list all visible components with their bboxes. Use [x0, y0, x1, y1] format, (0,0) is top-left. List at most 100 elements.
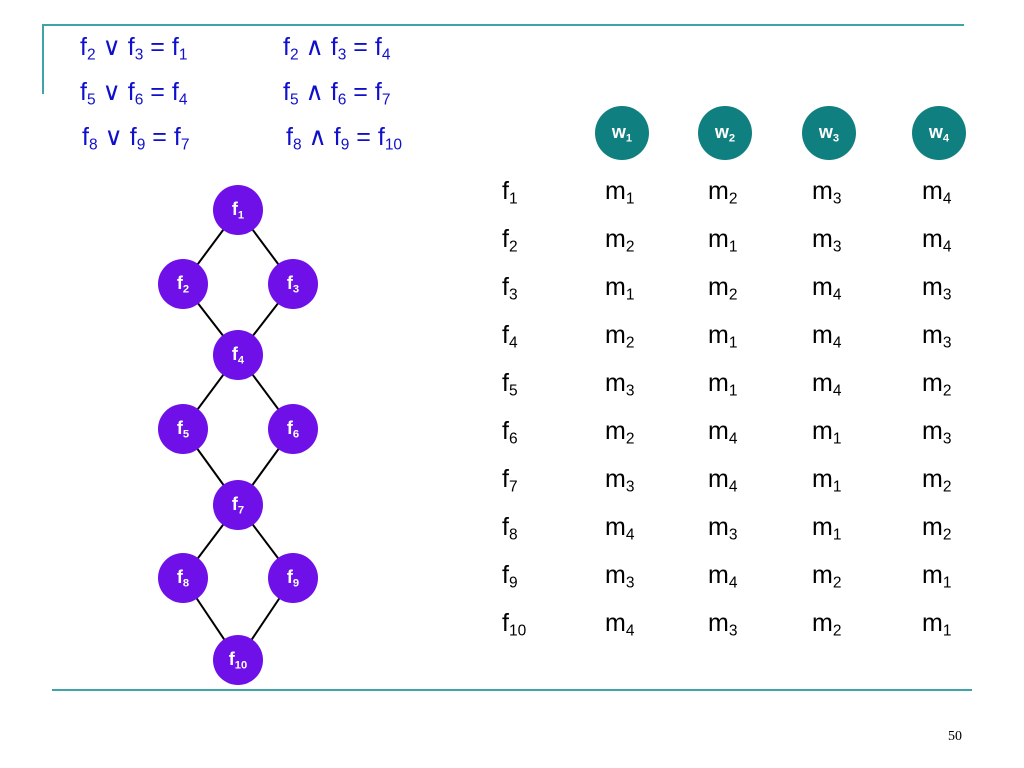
lattice-node-f9: f9: [268, 553, 318, 603]
lattice-node-f10: f10: [213, 635, 263, 685]
row-label-f9: f9: [502, 561, 518, 592]
cell-subscript: 2: [625, 430, 635, 448]
cell-f9-w4: m1: [922, 561, 952, 592]
node-subscript: 7: [237, 504, 245, 517]
cell-subscript: 2: [625, 238, 635, 256]
equation-2-right: f5 ∧ f6 = f7: [283, 78, 391, 109]
cell-f5-w1: m3: [605, 369, 635, 400]
cell-f3-w3: m4: [812, 273, 842, 304]
cell-subscript: 4: [625, 622, 635, 640]
equation-3-left: f8 ∨ f9 = f7: [82, 123, 190, 154]
cell-f7-w4: m2: [922, 465, 952, 496]
woman-header-w3: w3: [802, 106, 856, 160]
node-subscript: 3: [292, 283, 300, 296]
header-subscript: 2: [728, 132, 736, 145]
cell-f8-w1: m4: [605, 513, 635, 544]
cell-f2-w1: m2: [605, 225, 635, 256]
cell-f2-w4: m4: [922, 225, 952, 256]
cell-f9-w3: m2: [812, 561, 842, 592]
cell-subscript: 2: [728, 190, 738, 208]
cell-subscript: 1: [942, 622, 952, 640]
cell-subscript: 3: [728, 622, 738, 640]
cell-f6-w4: m3: [922, 417, 952, 448]
cell-f10-w4: m1: [922, 609, 952, 640]
cell-f5-w4: m2: [922, 369, 952, 400]
cell-f1-w2: m2: [708, 177, 738, 208]
cell-subscript: 4: [728, 430, 738, 448]
cell-subscript: 1: [625, 190, 635, 208]
cell-f3-w2: m2: [708, 273, 738, 304]
bottom-rule: [52, 689, 972, 691]
node-subscript: 5: [182, 428, 190, 441]
cell-f3-w1: m1: [605, 273, 635, 304]
cell-subscript: 4: [625, 526, 635, 544]
equation-3-right: f8 ∧ f9 = f10: [286, 123, 403, 154]
cell-f4-w4: m3: [922, 321, 952, 352]
cell-f3-w4: m3: [922, 273, 952, 304]
cell-f2-w3: m3: [812, 225, 842, 256]
eq-subscript: 9: [136, 136, 146, 154]
woman-header-w4: w4: [912, 106, 966, 160]
cell-subscript: 3: [942, 286, 952, 304]
lattice-node-f2: f2: [158, 259, 208, 309]
cell-subscript: 2: [942, 526, 952, 544]
cell-f8-w4: m2: [922, 513, 952, 544]
lattice-node-f1: f1: [213, 185, 263, 235]
cell-f10-w3: m2: [812, 609, 842, 640]
cell-f6-w3: m1: [812, 417, 842, 448]
cell-subscript: 2: [728, 286, 738, 304]
row-label-f2: f2: [502, 225, 518, 256]
cell-f1-w3: m3: [812, 177, 842, 208]
equation-1-right: f2 ∧ f3 = f4: [283, 33, 391, 64]
equation-2-left: f5 ∨ f6 = f4: [80, 78, 188, 109]
cell-f7-w2: m4: [708, 465, 738, 496]
row-subscript: 5: [508, 382, 518, 400]
cell-subscript: 4: [832, 286, 842, 304]
eq-subscript: 4: [381, 46, 391, 64]
cell-f10-w2: m3: [708, 609, 738, 640]
cell-f4-w3: m4: [812, 321, 842, 352]
cell-subscript: 4: [832, 382, 842, 400]
cell-f7-w1: m3: [605, 465, 635, 496]
cell-f6-w2: m4: [708, 417, 738, 448]
cell-f5-w3: m4: [812, 369, 842, 400]
cell-f4-w2: m1: [708, 321, 738, 352]
cell-f6-w1: m2: [605, 417, 635, 448]
eq-subscript: 8: [88, 136, 98, 154]
cell-subscript: 2: [832, 622, 842, 640]
cell-subscript: 1: [832, 526, 842, 544]
page-number: 50: [948, 729, 962, 744]
row-label-f6: f6: [502, 417, 518, 448]
cell-f9-w1: m3: [605, 561, 635, 592]
row-subscript: 10: [508, 622, 527, 640]
cell-subscript: 1: [832, 430, 842, 448]
equation-1-left: f2 ∨ f3 = f1: [80, 33, 188, 64]
lattice-node-f4: f4: [213, 330, 263, 380]
cell-f5-w2: m1: [708, 369, 738, 400]
row-label-f3: f3: [502, 273, 518, 304]
row-label-f10: f10: [502, 609, 527, 640]
lattice-node-f7: f7: [213, 480, 263, 530]
cell-subscript: 4: [942, 190, 952, 208]
cell-subscript: 3: [832, 190, 842, 208]
header-subscript: 4: [942, 132, 950, 145]
cell-subscript: 3: [942, 430, 952, 448]
row-subscript: 8: [508, 526, 518, 544]
row-subscript: 3: [508, 286, 518, 304]
cell-subscript: 4: [728, 574, 738, 592]
eq-subscript: 7: [381, 91, 391, 109]
lattice-node-f8: f8: [158, 553, 208, 603]
cell-subscript: 3: [625, 478, 635, 496]
node-subscript: 2: [182, 283, 190, 296]
cell-f10-w1: m4: [605, 609, 635, 640]
cell-subscript: 3: [625, 382, 635, 400]
cell-f7-w3: m1: [812, 465, 842, 496]
eq-subscript: 5: [86, 91, 96, 109]
row-subscript: 2: [508, 238, 518, 256]
cell-subscript: 2: [942, 478, 952, 496]
node-subscript: 8: [182, 577, 190, 590]
eq-subscript: 10: [384, 136, 403, 154]
cell-subscript: 1: [728, 238, 738, 256]
eq-subscript: 3: [134, 46, 144, 64]
row-label-f7: f7: [502, 465, 518, 496]
